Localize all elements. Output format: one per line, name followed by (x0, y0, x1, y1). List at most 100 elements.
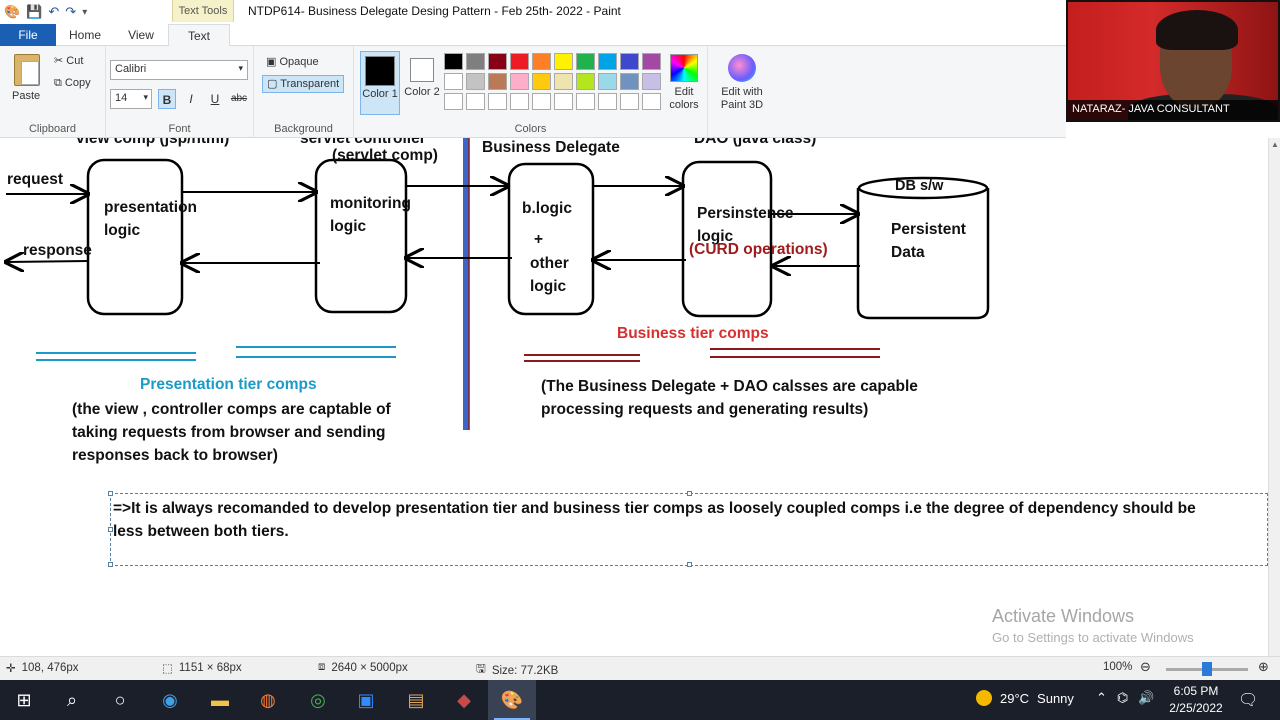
weather-condition: Sunny (1037, 690, 1074, 706)
persistent-data-text: Persistent Data (891, 221, 966, 261)
note-text[interactable]: =>It is always recomanded to develop pre… (113, 500, 1196, 540)
undo-icon[interactable]: ↶ (48, 4, 60, 19)
cut-button[interactable]: ✂ Cut (54, 54, 83, 67)
save-icon[interactable]: 💾 (26, 4, 43, 19)
chrome-icon[interactable]: ◎ (310, 689, 326, 710)
palette-swatch[interactable] (510, 53, 529, 70)
search-icon[interactable]: ⌕ (66, 689, 78, 710)
zoom-in-icon[interactable]: ⊕ (1258, 659, 1269, 674)
palette-swatch[interactable] (598, 73, 617, 90)
paste-icon[interactable] (14, 54, 40, 86)
palette-swatch[interactable] (598, 93, 617, 110)
palette-swatch[interactable] (488, 53, 507, 70)
palette-swatch[interactable] (510, 93, 529, 110)
db-top (857, 176, 989, 200)
firefox-icon[interactable]: ◍ (260, 689, 276, 710)
palette-swatch[interactable] (466, 93, 485, 110)
vertical-scrollbar[interactable]: ▲ (1268, 138, 1280, 656)
diagram-shapes (0, 138, 990, 430)
windows-start-icon[interactable]: ⊞ (16, 689, 32, 710)
strikethrough-button[interactable]: abc (230, 93, 248, 104)
blogic-box (507, 162, 595, 316)
tab-view[interactable]: View (128, 28, 154, 42)
palette-swatch[interactable] (488, 93, 507, 110)
resize-handle[interactable] (108, 562, 113, 567)
palette-swatch[interactable] (642, 93, 661, 110)
tab-text[interactable]: Text (168, 24, 230, 46)
palette-swatch[interactable] (488, 73, 507, 90)
zoom-slider-thumb[interactable] (1202, 662, 1212, 676)
customize-toolbar-icon[interactable]: ▾ (82, 6, 88, 18)
volume-icon[interactable]: 🔊 (1138, 690, 1155, 705)
edge-icon[interactable]: ◉ (162, 689, 178, 710)
scissors-icon: ✂ (54, 55, 64, 67)
system-tray: ⌃ ⌬ 🔊 (1096, 690, 1154, 706)
color1-swatch (365, 56, 395, 86)
copy-button[interactable]: ⧉ Copy (54, 77, 91, 90)
font-family-select[interactable]: Calibri▾ (110, 60, 248, 80)
quick-access-toolbar: 🎨 💾 ↶ ↷ ▾ (0, 4, 87, 20)
header-dao: DAO (java class) (694, 138, 817, 147)
palette-swatch[interactable] (642, 73, 661, 90)
edit-colors-button[interactable]: Edit colors (666, 54, 702, 112)
chevron-up-icon[interactable]: ⌃ (1096, 690, 1107, 705)
palette-swatch[interactable] (466, 53, 485, 70)
tab-home[interactable]: Home (68, 28, 101, 42)
tab-file[interactable]: File (0, 24, 56, 46)
game-app-icon[interactable]: ◆ (457, 689, 471, 710)
resize-handle[interactable] (687, 491, 692, 496)
resize-handle[interactable] (687, 562, 692, 567)
zoom-app-icon[interactable]: ▣ (357, 689, 375, 710)
resize-handle[interactable] (108, 527, 113, 532)
db-cylinder (856, 188, 990, 320)
palette-swatch[interactable] (532, 53, 551, 70)
task-view-icon[interactable]: ○ (114, 689, 126, 710)
text-box-selection[interactable] (108, 491, 1268, 567)
notifications-icon[interactable]: 🗨 (1238, 692, 1259, 709)
palette-swatch[interactable] (620, 53, 639, 70)
palette-swatch[interactable] (598, 53, 617, 70)
palette-swatch[interactable] (510, 73, 529, 90)
palette-swatch[interactable] (466, 73, 485, 90)
text-tools-context-tab: Text Tools (172, 0, 234, 22)
palette-swatch[interactable] (532, 73, 551, 90)
palette-swatch[interactable] (576, 73, 595, 90)
resize-handle[interactable] (108, 491, 113, 496)
palette-swatch[interactable] (554, 73, 573, 90)
palette-swatch[interactable] (444, 73, 463, 90)
palette-swatch[interactable] (532, 93, 551, 110)
business-tier-desc: (The Business Delegate + DAO calsses are… (541, 378, 918, 418)
zoom-out-icon[interactable]: ⊖ (1140, 659, 1151, 674)
redo-icon[interactable]: ↷ (65, 4, 77, 19)
scroll-up-icon[interactable]: ▲ (1271, 140, 1279, 149)
palette-swatch[interactable] (554, 93, 573, 110)
transparent-button[interactable]: ▢ Transparent (262, 75, 345, 93)
paint3d-icon (728, 54, 756, 82)
palette-swatch[interactable] (576, 93, 595, 110)
file-explorer-icon[interactable]: ▬ (211, 689, 229, 710)
palette-swatch[interactable] (620, 93, 639, 110)
font-size-select[interactable]: 14▾ (110, 89, 152, 109)
edit-with-paint3d-button[interactable]: Edit with Paint 3D (716, 54, 768, 112)
italic-button[interactable]: I (189, 92, 193, 106)
color1-button[interactable]: Color 1 (360, 51, 400, 115)
palette-swatch[interactable] (642, 53, 661, 70)
network-icon[interactable]: ⌬ (1116, 690, 1129, 705)
bold-button[interactable]: B (158, 89, 176, 109)
store-icon[interactable]: ▤ (407, 689, 425, 710)
underline-button[interactable]: U (210, 92, 220, 106)
opaque-button[interactable]: ▣ Opaque (262, 54, 323, 72)
drawing-canvas[interactable]: view comp (jsp/html) servlet controller … (0, 138, 1268, 656)
palette-swatch[interactable] (554, 53, 573, 70)
color2-button[interactable]: Color 2 (404, 51, 440, 115)
system-clock[interactable]: 6:05 PM 2/25/2022 (1166, 683, 1226, 717)
paint-taskbar-icon[interactable]: 🎨 (488, 680, 536, 720)
font-size-value: 14 (115, 92, 128, 104)
palette-swatch[interactable] (444, 93, 463, 110)
crosshair-icon: ✛ (6, 663, 16, 675)
paste-button[interactable]: Paste (12, 90, 41, 102)
palette-swatch[interactable] (444, 53, 463, 70)
weather-widget[interactable]: 29°C Sunny (976, 690, 1074, 706)
palette-swatch[interactable] (576, 53, 595, 70)
palette-swatch[interactable] (620, 73, 639, 90)
